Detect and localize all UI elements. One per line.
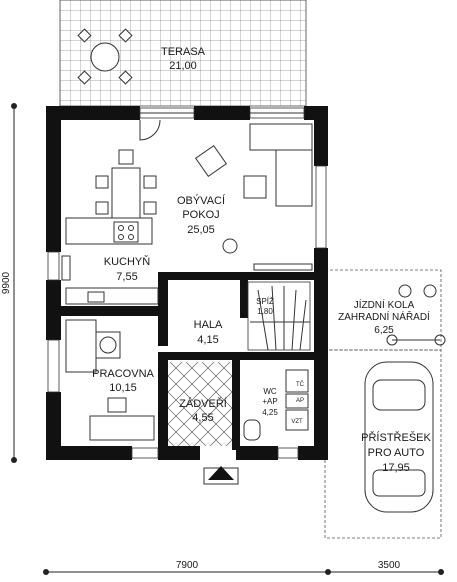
windows <box>47 107 327 459</box>
pristresek-label-2: PRO AUTO <box>368 447 425 459</box>
kuchyn-label: KUCHYŇ <box>104 255 151 268</box>
jizdni-label-2: ZAHRADNÍ NÁŘADÍ <box>338 310 430 323</box>
hala-label: HALA <box>194 319 223 331</box>
spiz-area: 1,80 <box>257 307 273 316</box>
tv-unit-icon <box>222 238 313 271</box>
terasa-area: 21,00 <box>169 60 197 72</box>
terrace-table-icon <box>77 28 133 85</box>
wc-area: 4,25 <box>262 408 278 417</box>
dining-table-icon <box>95 149 157 219</box>
jizdni-area: 6,25 <box>374 325 394 336</box>
staircase-icon <box>247 281 311 351</box>
kitchen-counter-icon <box>61 217 159 305</box>
wc-fixtures-icon <box>243 369 309 441</box>
sofa-icon <box>243 123 313 207</box>
interior-walls <box>61 272 318 450</box>
bicycle-icon <box>386 284 446 346</box>
width-dimension: 7900 3500 <box>43 560 444 575</box>
terasa-label: TERASA <box>161 46 206 58</box>
width-main-label: 7900 <box>176 560 199 571</box>
pracovna-label: PRACOVNA <box>92 368 154 380</box>
fixture-vzt: VZT <box>291 419 303 425</box>
terrace-door-icon <box>139 119 161 141</box>
pristresek-area: 17,95 <box>382 462 410 474</box>
obyvaci-label-1: OBÝVACÍ <box>177 194 226 207</box>
bike-room-area <box>324 269 446 351</box>
terrace-area <box>59 0 307 107</box>
carport-area <box>324 349 442 539</box>
spiz-label: SPÍŽ <box>256 297 274 306</box>
wc-label-2: +AP <box>262 397 277 406</box>
fixture-tc: TČ <box>296 381 305 388</box>
fixture-ap: AP <box>296 398 304 404</box>
height-dimension: 9900 <box>1 103 17 463</box>
zadveri-area: 4,55 <box>192 412 213 424</box>
obyvaci-area: 25,05 <box>187 224 215 236</box>
wc-label-1: WC <box>263 387 277 396</box>
zadveri-label: ZÁDVEŘÍ <box>179 397 228 410</box>
pracovna-area: 10,15 <box>109 382 137 394</box>
width-carport-label: 3500 <box>378 560 401 571</box>
study-furniture-icon <box>65 319 155 441</box>
obyvaci-label-2: POKOJ <box>182 209 219 221</box>
entrance-arrow-icon <box>203 466 239 485</box>
kuchyn-area: 7,55 <box>116 271 137 283</box>
hala-area: 4,15 <box>197 334 218 346</box>
jizdni-label-1: JÍZDNÍ KOLA <box>354 298 415 311</box>
exterior-walls <box>46 106 328 460</box>
pristresek-label-1: PŘÍSTŘEŠEK <box>361 431 431 444</box>
armchair-icon <box>194 144 228 178</box>
zadveri-floor <box>168 362 232 446</box>
car-icon <box>364 361 434 513</box>
height-dimension-label: 9900 <box>1 271 12 294</box>
